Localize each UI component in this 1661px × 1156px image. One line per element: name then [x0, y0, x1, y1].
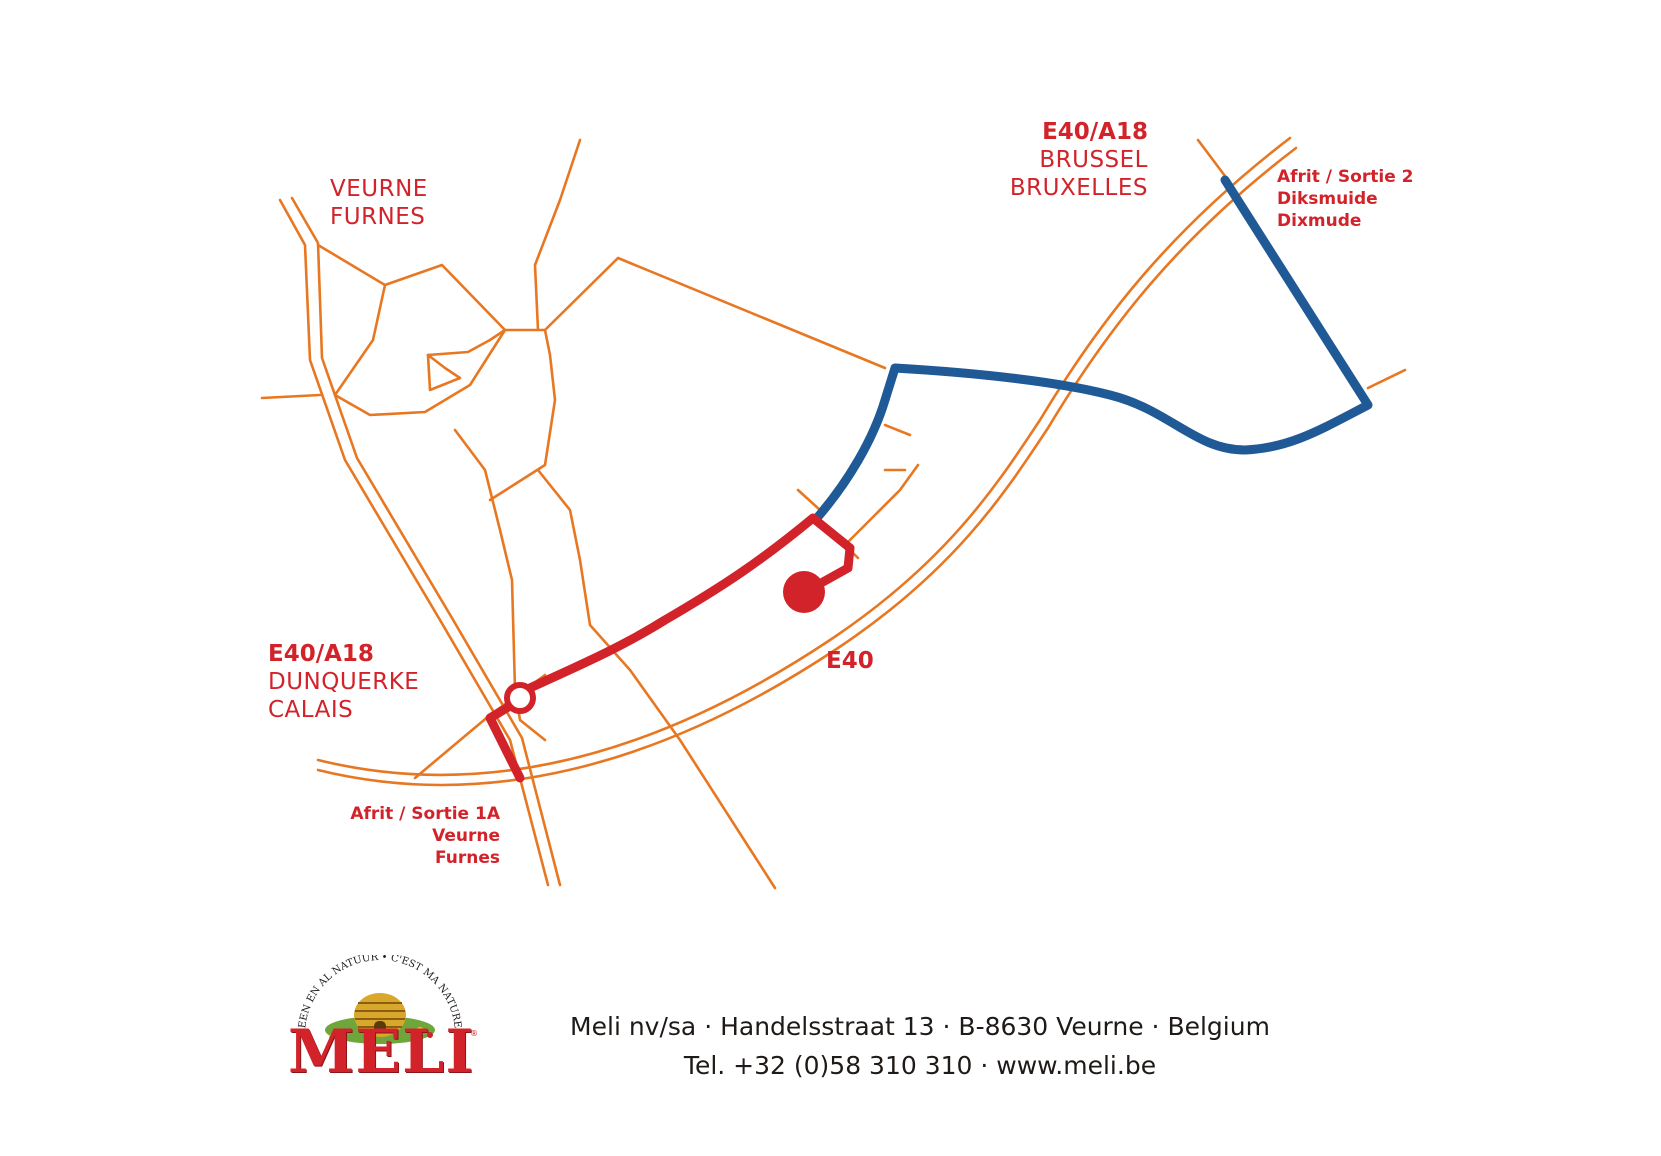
label-east-highway: E40/A18 BRUSSEL BRUXELLES [1009, 119, 1148, 202]
footer-address: Meli nv/sa · Handelsstraat 13 · B-8630 V… [570, 1012, 1270, 1041]
road-network [260, 136, 1407, 890]
footer-contact: Tel. +32 (0)58 310 310 · www.meli.be [683, 1050, 1157, 1080]
meli-logo: EEN EN AL NATUUR • C'EST MA NATURE MELI … [270, 952, 490, 1095]
destination-marker [783, 571, 825, 613]
west-double-road-2 [290, 196, 562, 887]
e40-motorway-line-2 [316, 146, 1298, 787]
red-route [485, 513, 855, 783]
company-footer: Meli nv/sa · Handelsstraat 13 · B-8630 V… [520, 1008, 1320, 1086]
label-exit-1a: Afrit / Sortie 1A Veurne Furnes [350, 804, 500, 869]
label-e40: E40 [826, 648, 874, 674]
west-double-road-1 [278, 198, 550, 887]
label-veurne: VEURNE FURNES [330, 176, 428, 231]
ring-road [333, 263, 507, 417]
e40-motorway-line-1 [316, 136, 1292, 777]
roundabout [504, 682, 536, 714]
beehive-icon: EEN EN AL NATUUR • C'EST MA NATURE [297, 952, 463, 1044]
meli-wordmark: MELI [288, 1017, 475, 1087]
label-exit-2: Afrit / Sortie 2 Diksmuide Dixmude [1277, 167, 1414, 232]
label-west-highway: E40/A18 DUNQUERKE CALAIS [268, 641, 420, 724]
blue-route [812, 175, 1373, 523]
